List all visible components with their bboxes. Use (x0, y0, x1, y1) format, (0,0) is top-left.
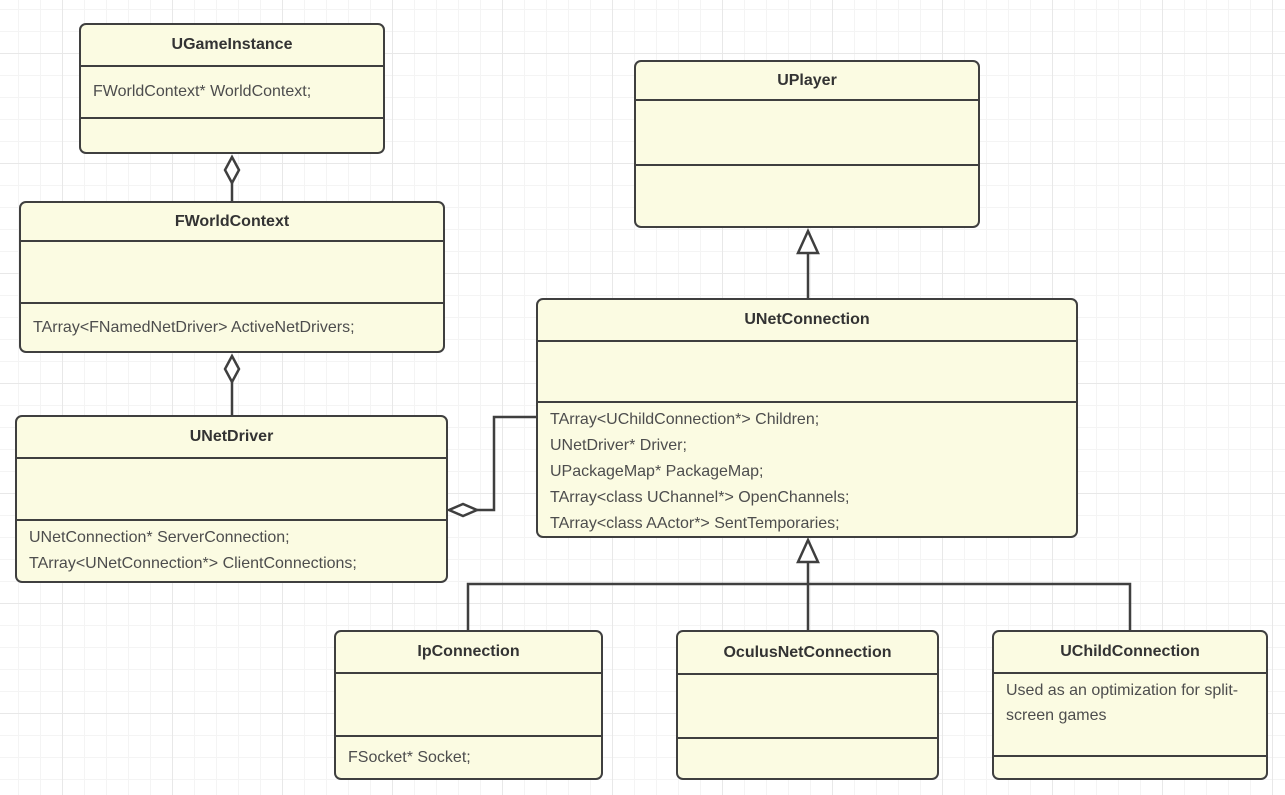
attribute-line: FWorldContext* WorldContext; (93, 83, 312, 100)
class-section-empty (636, 164, 978, 226)
class-section-empty (336, 674, 601, 735)
edge-inheritance-subclasses-unetconnection[interactable] (466, 536, 1132, 630)
edge-aggregation-ugameinstance-fworldcontext[interactable] (223, 154, 241, 202)
class-note: Used as an optimization for split-screen… (994, 674, 1266, 755)
edge-inheritance-unetconnection-uplayer[interactable] (796, 227, 820, 299)
class-attributes: FSocket* Socket; (336, 735, 601, 778)
class-box-unetdriver[interactable]: UNetDriver UNetConnection* ServerConnect… (15, 415, 448, 583)
class-title: OculusNetConnection (678, 632, 937, 675)
class-box-fworldcontext[interactable]: FWorldContext TArray<FNamedNetDriver> Ac… (19, 201, 445, 353)
class-section-empty (81, 117, 383, 152)
class-box-ipconnection[interactable]: IpConnection FSocket* Socket; (334, 630, 603, 780)
class-title: UPlayer (636, 62, 978, 101)
class-title: UNetDriver (17, 417, 446, 459)
class-attributes: TArray<FNamedNetDriver> ActiveNetDrivers… (21, 302, 443, 351)
note-text: Used as an optimization for split-screen… (1006, 682, 1239, 724)
attribute-line: UPackageMap* PackageMap; (550, 463, 764, 480)
class-section-empty (678, 737, 937, 778)
class-box-ugameinstance[interactable]: UGameInstance FWorldContext* WorldContex… (79, 23, 385, 154)
attribute-line: TArray<UChildConnection*> Children; (550, 411, 820, 428)
class-box-oculusnetconnection[interactable]: OculusNetConnection (676, 630, 939, 780)
class-box-unetconnection[interactable]: UNetConnection TArray<UChildConnection*>… (536, 298, 1078, 538)
class-section-empty (21, 242, 443, 302)
attribute-line: UNetDriver* Driver; (550, 437, 687, 454)
class-title: UGameInstance (81, 25, 383, 67)
class-attributes: UNetConnection* ServerConnection; TArray… (17, 519, 446, 581)
class-box-uchildconnection[interactable]: UChildConnection Used as an optimization… (992, 630, 1268, 780)
attribute-line: UNetConnection* ServerConnection; (29, 529, 290, 546)
class-section-empty (994, 755, 1266, 778)
attribute-line: FSocket* Socket; (348, 748, 471, 766)
class-section-empty (17, 459, 446, 519)
class-attributes: FWorldContext* WorldContext; (81, 67, 383, 117)
class-section-empty (538, 342, 1076, 401)
edge-aggregation-fworldcontext-unetdriver[interactable] (223, 353, 241, 416)
class-section-empty (678, 675, 937, 737)
class-title: UChildConnection (994, 632, 1266, 674)
edge-aggregation-unetdriver-unetconnection[interactable] (445, 415, 538, 518)
class-title: FWorldContext (21, 203, 443, 242)
attribute-line: TArray<class AActor*> SentTemporaries; (550, 515, 840, 532)
class-section-empty (636, 101, 978, 164)
class-title: IpConnection (336, 632, 601, 674)
class-attributes: TArray<UChildConnection*> Children; UNet… (538, 401, 1076, 536)
class-title: UNetConnection (538, 300, 1076, 342)
class-box-uplayer[interactable]: UPlayer (634, 60, 980, 228)
attribute-line: TArray<FNamedNetDriver> ActiveNetDrivers… (33, 318, 355, 336)
attribute-line: TArray<UNetConnection*> ClientConnection… (29, 555, 357, 572)
attribute-line: TArray<class UChannel*> OpenChannels; (550, 489, 850, 506)
